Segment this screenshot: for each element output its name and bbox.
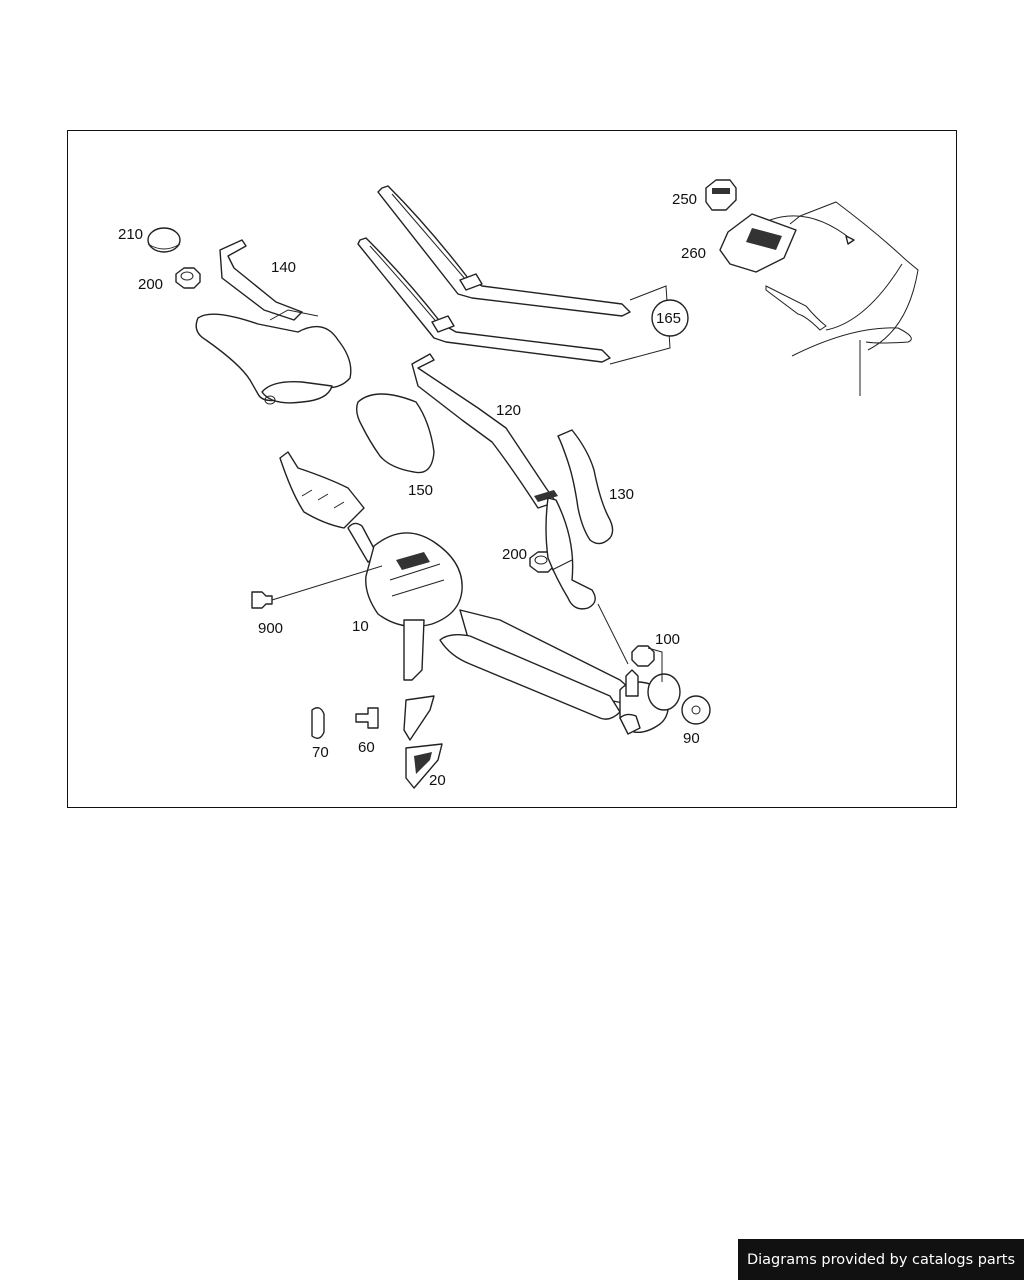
callout-260: 260 xyxy=(681,245,706,262)
callout-90: 90 xyxy=(683,730,700,747)
part-150-cover xyxy=(355,393,435,474)
windshield-inset xyxy=(765,201,919,396)
callout-140: 140 xyxy=(271,259,296,276)
part-100-cap-seal xyxy=(647,647,681,711)
callout-165: 165 xyxy=(656,310,681,327)
callout-100: 100 xyxy=(655,631,680,648)
part-lower-arm-cover xyxy=(545,497,596,610)
part-165-wiper-blades xyxy=(357,185,689,365)
callout-150: 150 xyxy=(408,482,433,499)
callout-130: 130 xyxy=(609,486,634,503)
part-250-sensor-clip xyxy=(705,179,737,211)
callout-200-left: 200 xyxy=(138,276,163,293)
callout-900: 900 xyxy=(258,620,283,637)
part-10-wiper-motor xyxy=(279,451,670,735)
callout-60: 60 xyxy=(358,739,375,756)
callout-10: 10 xyxy=(352,618,369,635)
callout-210: 210 xyxy=(118,226,143,243)
part-100-nut xyxy=(631,645,655,667)
callout-120: 120 xyxy=(496,402,521,419)
leader-200 xyxy=(551,559,573,571)
callout-250: 250 xyxy=(672,191,697,208)
diagram-credit: Diagrams provided by catalogs parts xyxy=(738,1239,1024,1280)
leader-130 xyxy=(597,603,629,665)
callout-20: 20 xyxy=(429,772,446,789)
part-60-bolt xyxy=(355,707,379,729)
part-210-cap xyxy=(147,227,181,253)
part-260-rain-sensor xyxy=(719,213,855,273)
callout-200-right: 200 xyxy=(502,546,527,563)
part-130-arm-cover xyxy=(557,429,614,545)
part-200-nut-left xyxy=(175,267,201,289)
part-140-wiper-arm xyxy=(195,239,352,405)
part-900-connector xyxy=(251,565,383,609)
part-70-plug xyxy=(311,707,325,739)
part-20-bracket xyxy=(403,695,443,789)
callout-70: 70 xyxy=(312,744,329,761)
part-120-wiper-arm xyxy=(411,353,558,509)
part-90-grommet xyxy=(681,695,711,725)
